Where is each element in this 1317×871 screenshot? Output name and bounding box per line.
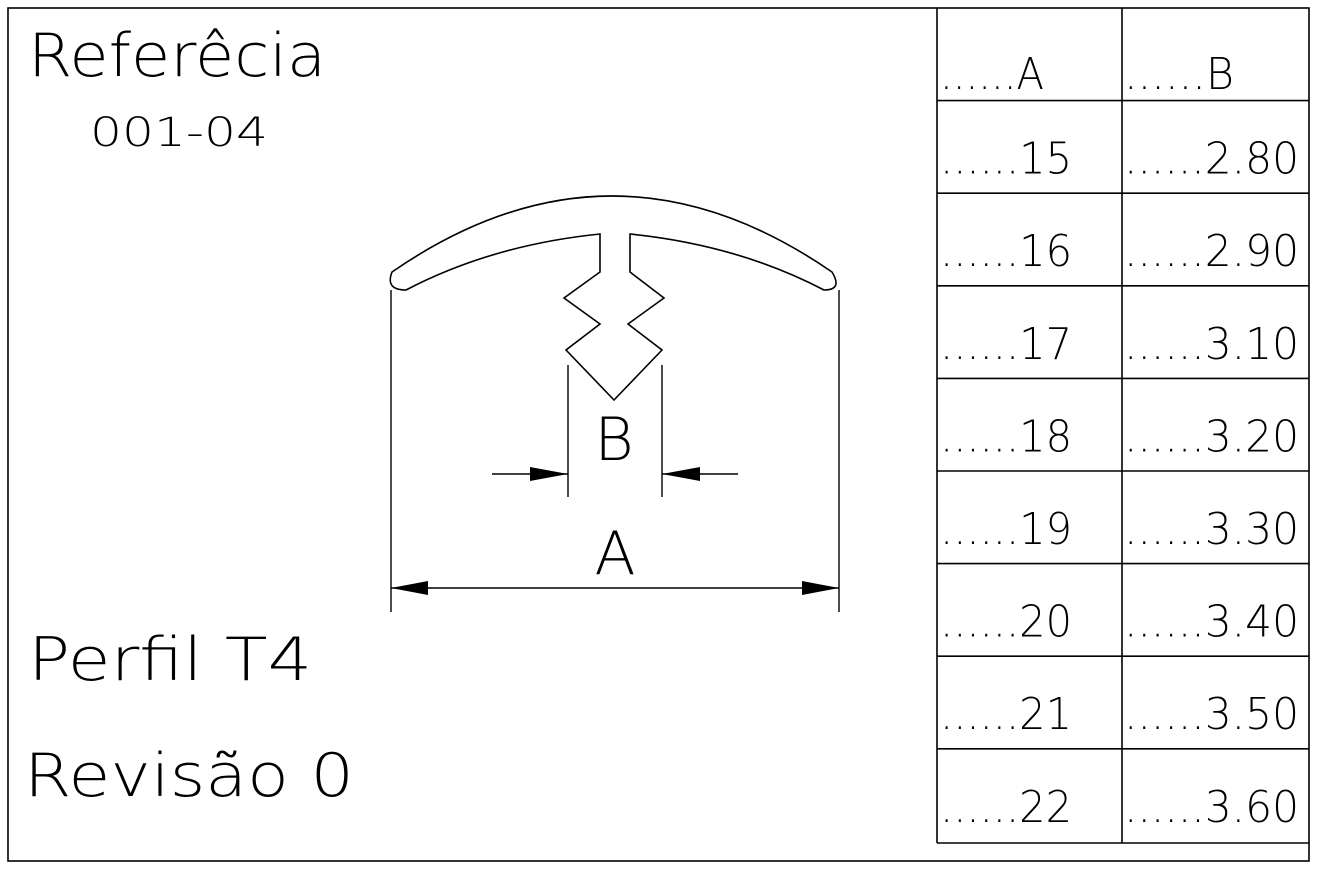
- table-cell-b: ......3.10: [1124, 319, 1299, 370]
- t-profile-outline: [389, 195, 837, 402]
- table-cell-a: ......15: [940, 134, 1072, 185]
- dimension-b-arrow-left: [530, 467, 568, 481]
- dimension-b: B: [492, 365, 738, 497]
- sheet-border: [7, 7, 1310, 862]
- table-cell-a: ......17: [940, 319, 1072, 370]
- table-rows: ......15 ......2.80 ......16 ......2.90....…: [940, 134, 1299, 833]
- table-cell-b: ......3.30: [1124, 504, 1299, 555]
- dimension-b-arrow-right: [662, 467, 700, 481]
- table-row-lines: [937, 99, 1309, 750]
- reference-code: 001-04: [90, 110, 268, 156]
- table-cell-a: ......16: [940, 226, 1072, 277]
- table-cell-a: ......22: [940, 782, 1072, 833]
- dimension-a: A: [390, 290, 840, 612]
- t-profile-drawing: B A: [389, 195, 840, 612]
- dimension-a-arrow-right: [802, 581, 839, 595]
- table-cell-a: ......18: [940, 411, 1072, 462]
- table-cell-b: ......3.50: [1124, 689, 1299, 740]
- dimension-table: ......A ......B ......15 ......2.80......…: [936, 8, 1309, 844]
- table-cell-b: ......2.80: [1124, 134, 1299, 185]
- table-header-b: ......B: [1124, 49, 1234, 100]
- table-cell-b: ......3.40: [1124, 597, 1299, 648]
- table-cell-b: ......3.60: [1124, 782, 1299, 833]
- reference-label: Referêcia: [28, 21, 326, 91]
- table-cell-a: ......19: [940, 504, 1072, 555]
- dimension-a-label: A: [594, 519, 635, 589]
- dimension-b-label: B: [594, 405, 633, 475]
- table-cell-a: ......21: [940, 689, 1072, 740]
- table-cell-b: ......3.20: [1124, 411, 1299, 462]
- table-cell-a: ......20: [940, 597, 1072, 648]
- profile-name: Perfil T4: [28, 625, 312, 695]
- revision-label: Revisão 0: [24, 741, 354, 811]
- dimension-a-arrow-left: [391, 581, 428, 595]
- table-cell-b: ......2.90: [1124, 226, 1299, 277]
- table-header-a: ......A: [940, 49, 1044, 100]
